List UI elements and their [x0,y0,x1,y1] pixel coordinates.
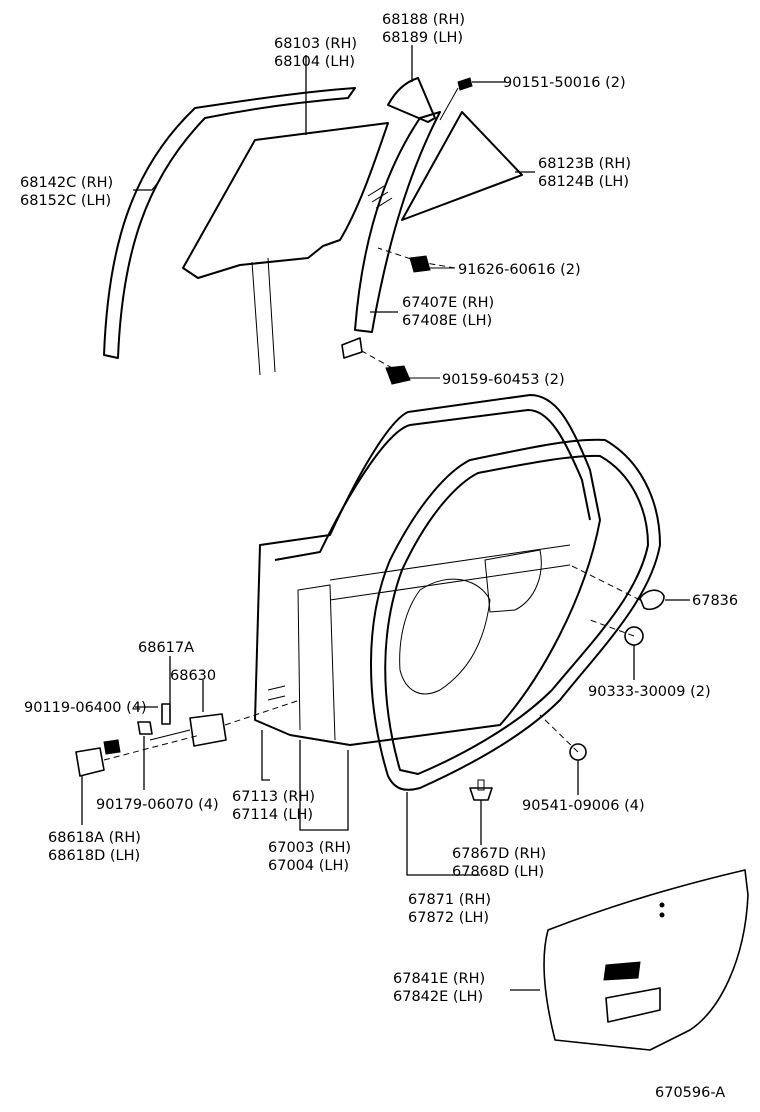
part-label: 67867D (RH) [452,846,546,862]
glass-run-channel-part [103,87,356,359]
rear-channel-part [341,77,441,359]
door-trim-board-part [543,869,749,1051]
part-label: 67836 [692,593,738,609]
part-label: 68630 [170,668,216,684]
part-label: 68189 (LH) [382,30,463,46]
part-label: 68124B (LH) [538,174,629,190]
part-label: 67871 (RH) [408,892,491,908]
pin-icon [161,703,171,725]
part-label: 68123B (RH) [538,156,631,172]
part-label: 68104 (LH) [274,54,355,70]
hinge-part [75,713,227,777]
part-label: 90333-30009 (2) [588,684,711,700]
part-label: 67407E (RH) [402,295,494,311]
part-label: 68103 (RH) [274,36,357,52]
screw-icon [439,77,473,121]
part-label: 67004 (LH) [268,858,349,874]
bolt-icon [409,255,431,273]
part-label: 91626-60616 (2) [458,262,581,278]
quarter-glass-part [401,111,523,221]
part-label: 90541-09006 (4) [522,798,645,814]
part-label: 90151-50016 (2) [503,75,626,91]
clip-icon [469,779,493,801]
part-label: 67868D (LH) [452,864,544,880]
clip-icon [639,589,665,611]
part-label: 67113 (RH) [232,789,315,805]
part-label: 68142C (RH) [20,175,113,191]
bolt-icon [103,739,121,755]
figure-id: 670596-A [655,1085,725,1101]
weatherstrip-part [370,438,661,791]
part-label: 67408E (LH) [402,313,492,329]
part-label: 90179-06070 (4) [96,797,219,813]
part-label: 68618D (LH) [48,848,140,864]
part-label: 90159-60453 (2) [442,372,565,388]
part-label: 90119-06400 (4) [24,700,147,716]
part-label: 68188 (RH) [382,12,465,28]
part-label: 67114 (LH) [232,807,313,823]
bolt-icon [385,365,411,385]
door-glass-part [182,122,393,376]
part-label: 68152C (LH) [20,193,111,209]
part-label: 67003 (RH) [268,840,351,856]
leader-lines [81,45,690,991]
part-label: 67872 (LH) [408,910,489,926]
part-label: 68618A (RH) [48,830,141,846]
part-label: 68617A [138,640,194,656]
bolt-icon [137,721,153,735]
part-label: 67842E (LH) [393,989,483,1005]
part-label: 67841E (RH) [393,971,485,987]
